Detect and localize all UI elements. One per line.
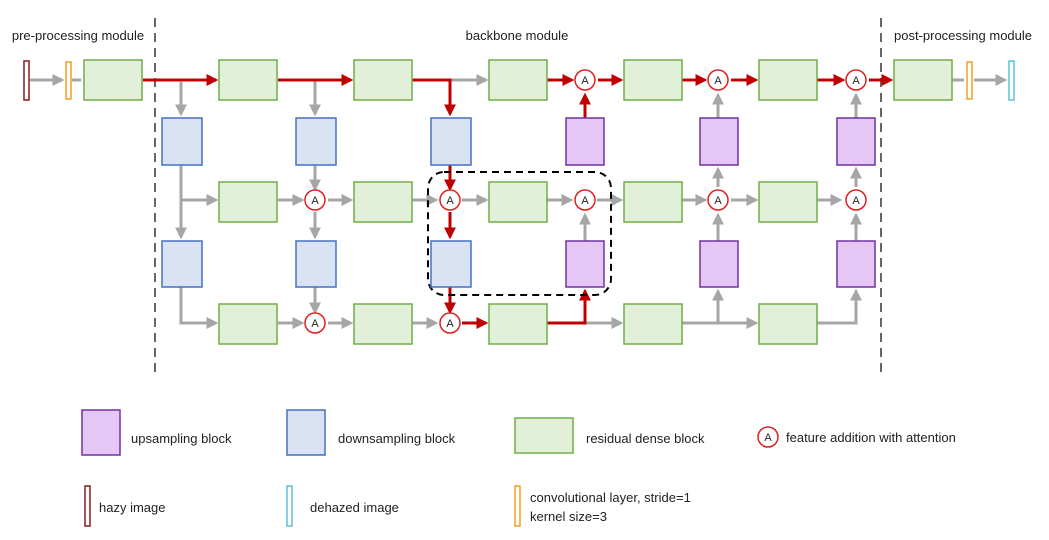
attention-nodes: A A A A A A A A A A xyxy=(304,69,867,334)
highlighted-path xyxy=(143,74,894,329)
legend-attention-swatch: A xyxy=(757,426,779,448)
rdb-r0-5 xyxy=(758,59,818,101)
svg-text:A: A xyxy=(852,195,860,207)
down-c2-2 xyxy=(295,240,337,288)
rdb-r1-5 xyxy=(758,181,818,223)
down-c1-2 xyxy=(161,240,203,288)
red-arrow-r0-down xyxy=(412,78,456,117)
legend-residual-dense-swatch xyxy=(514,417,574,454)
svg-text:A: A xyxy=(446,195,454,207)
attention-node: A xyxy=(439,312,461,334)
backbone-module-label: backbone module xyxy=(466,28,569,43)
attention-node: A xyxy=(304,312,326,334)
down-c3-2 xyxy=(430,240,472,288)
legend-hazy-swatch xyxy=(84,485,91,527)
pre-processing-module-label: pre-processing module xyxy=(12,28,144,43)
rdb-r0-4 xyxy=(623,59,683,101)
highlight-dashed-region xyxy=(427,171,612,296)
rdb-pre xyxy=(83,59,143,101)
rdb-r0-1 xyxy=(218,59,278,101)
up-c5-2 xyxy=(699,240,739,288)
legend-dehazed-swatch xyxy=(286,485,293,527)
svg-text:A: A xyxy=(581,75,589,87)
legend-upsampling-swatch xyxy=(81,409,121,456)
red-arrow-r2-up xyxy=(547,288,591,325)
legend-upsampling-label: upsampling block xyxy=(131,431,232,446)
rdb-r2-1 xyxy=(218,303,278,345)
down-c2-1 xyxy=(295,117,337,166)
svg-text:A: A xyxy=(446,318,454,330)
rdb-r0-2 xyxy=(353,59,413,101)
legend-conv-label-line1: convolutional layer, stride=1 xyxy=(530,490,691,505)
up-c6-1 xyxy=(836,117,876,166)
svg-text:A: A xyxy=(581,195,589,207)
arrow-down1-to-rdb xyxy=(179,165,219,206)
rdb-r0-3 xyxy=(488,59,548,101)
svg-text:A: A xyxy=(764,432,772,444)
legend-downsampling-swatch xyxy=(286,409,326,456)
up-c6-2 xyxy=(836,240,876,288)
rdb-r1-1 xyxy=(218,181,278,223)
legend-downsampling-label: downsampling block xyxy=(338,431,456,446)
rdb-r1-2 xyxy=(353,181,413,223)
legend-conv-label-line2: kernel size=3 xyxy=(530,509,607,524)
svg-text:A: A xyxy=(852,75,860,87)
conv-layer-out-bar xyxy=(966,61,973,100)
residual-dense-blocks xyxy=(83,59,953,345)
rdb-r2-3 xyxy=(488,303,548,345)
upsampling-blocks xyxy=(565,117,876,288)
legend: upsampling block downsampling block resi… xyxy=(81,409,956,527)
attention-node: A xyxy=(845,69,867,91)
down-c1-1 xyxy=(161,117,203,166)
attention-node: A xyxy=(707,69,729,91)
dehazed-image-bar xyxy=(1008,60,1015,101)
legend-conv-swatch xyxy=(514,485,521,527)
attention-node: A xyxy=(707,189,729,211)
svg-text:A: A xyxy=(714,195,722,207)
rdb-r2-5 xyxy=(758,303,818,345)
attention-node: A xyxy=(439,189,461,211)
downsampling-blocks xyxy=(161,117,472,288)
up-c5-1 xyxy=(699,117,739,166)
rdb-r1-4 xyxy=(623,181,683,223)
attention-node: A xyxy=(574,69,596,91)
up-c4-1 xyxy=(565,117,605,166)
legend-hazy-label: hazy image xyxy=(99,500,165,515)
attention-node: A xyxy=(845,189,867,211)
legend-attention-label: feature addition with attention xyxy=(786,430,956,445)
rdb-r2-2 xyxy=(353,303,413,345)
arrow-r2-up-c6 xyxy=(817,288,862,325)
legend-residual-dense-label: residual dense block xyxy=(586,431,705,446)
attention-node: A xyxy=(574,189,596,211)
rdb-post xyxy=(893,59,953,101)
down-c3-1 xyxy=(430,117,472,166)
up-c4-2 xyxy=(565,240,605,288)
attention-node: A xyxy=(304,189,326,211)
svg-text:A: A xyxy=(714,75,722,87)
hazy-image-bar xyxy=(23,60,30,101)
svg-text:A: A xyxy=(311,195,319,207)
rdb-r2-4 xyxy=(623,303,683,345)
rdb-r1-3 xyxy=(488,181,548,223)
conv-layer-in-bar xyxy=(65,61,72,100)
legend-dehazed-label: dehazed image xyxy=(310,500,399,515)
arrow-down2-to-rdb xyxy=(179,287,219,329)
gray-connections xyxy=(30,74,1008,329)
post-processing-module-label: post-processing module xyxy=(894,28,1032,43)
svg-text:A: A xyxy=(311,318,319,330)
